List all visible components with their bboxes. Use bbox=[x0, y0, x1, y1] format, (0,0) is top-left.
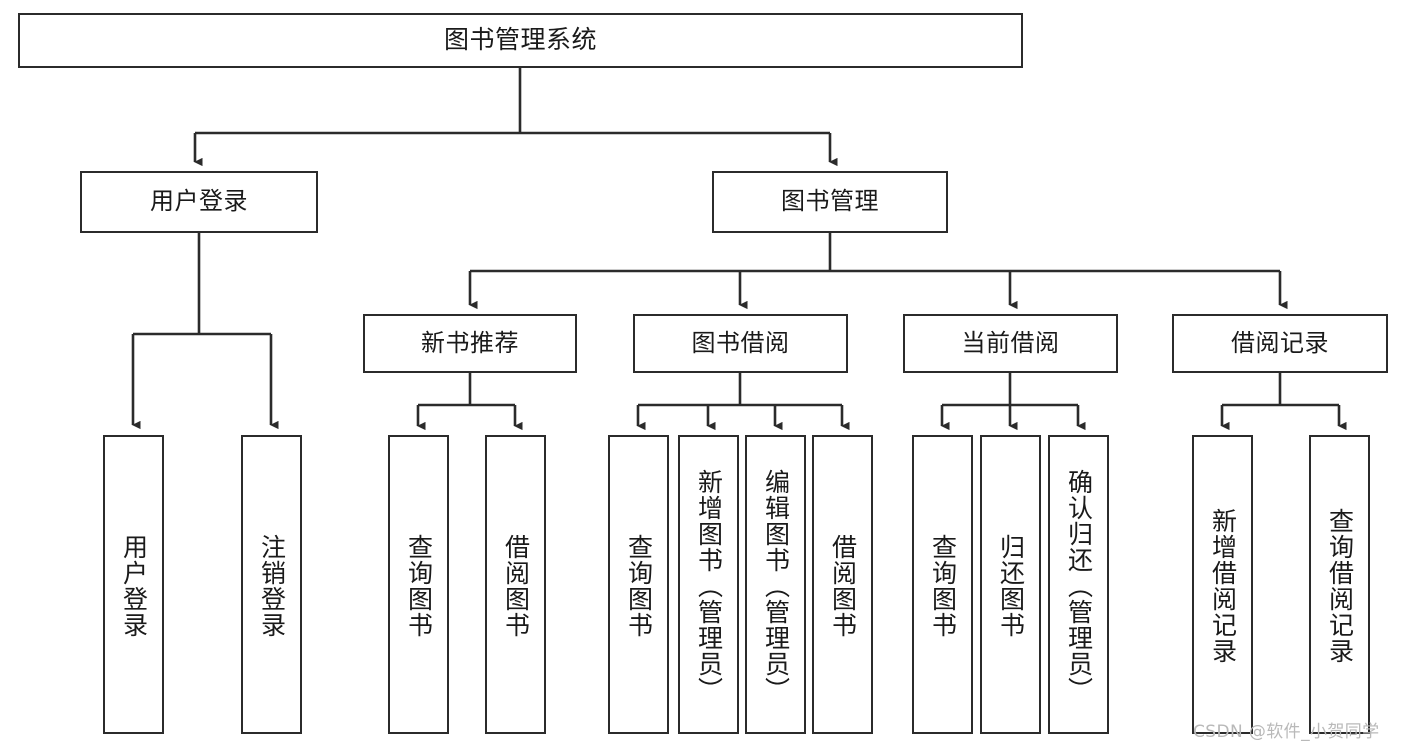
node-label: 当前借阅 bbox=[961, 328, 1060, 357]
node-label: 用户登录 bbox=[150, 187, 248, 216]
node-label: 查询图书 bbox=[404, 533, 434, 638]
leaf-confirm-return-admin[interactable]: 确认归还（管理员） bbox=[1048, 435, 1109, 734]
leaf-query-borrow-record[interactable]: 查询借阅记录 bbox=[1309, 435, 1370, 734]
node-label: 图书借阅 bbox=[691, 328, 790, 357]
node-book-management[interactable]: 图书管理 bbox=[712, 171, 948, 233]
watermark-text: CSDN @软件_小贺同学 bbox=[1193, 722, 1380, 742]
node-root-system[interactable]: 图书管理系统 bbox=[18, 13, 1023, 68]
leaf-query-book-current[interactable]: 查询图书 bbox=[912, 435, 973, 734]
node-label: 查询图书 bbox=[624, 533, 654, 638]
leaf-user-login[interactable]: 用户登录 bbox=[103, 435, 164, 734]
leaf-query-book-borrow[interactable]: 查询图书 bbox=[608, 435, 669, 734]
node-label: 借阅图书 bbox=[501, 533, 531, 638]
leaf-add-book-admin[interactable]: 新增图书（管理员） bbox=[678, 435, 739, 734]
leaf-logout-login[interactable]: 注销登录 bbox=[241, 435, 302, 734]
node-label: 图书管理系统 bbox=[443, 25, 597, 55]
leaf-borrow-book-recommend[interactable]: 借阅图书 bbox=[485, 435, 546, 734]
leaf-edit-book-admin[interactable]: 编辑图书（管理员） bbox=[745, 435, 806, 734]
node-label: 新增图书（管理员） bbox=[694, 468, 724, 703]
node-user-login[interactable]: 用户登录 bbox=[80, 171, 318, 233]
node-label: 用户登录 bbox=[119, 533, 149, 638]
node-new-book-recommend[interactable]: 新书推荐 bbox=[363, 314, 577, 373]
leaf-query-book-recommend[interactable]: 查询图书 bbox=[388, 435, 449, 734]
node-label: 注销登录 bbox=[257, 533, 287, 638]
leaf-add-borrow-record[interactable]: 新增借阅记录 bbox=[1192, 435, 1253, 734]
node-label: 借阅记录 bbox=[1231, 328, 1329, 357]
node-label: 归还图书 bbox=[996, 533, 1026, 638]
node-label: 新增借阅记录 bbox=[1208, 507, 1238, 664]
node-label: 图书管理 bbox=[781, 187, 879, 216]
node-borrow-record[interactable]: 借阅记录 bbox=[1172, 314, 1388, 373]
node-label: 查询图书 bbox=[928, 533, 958, 638]
leaf-return-book[interactable]: 归还图书 bbox=[980, 435, 1041, 734]
node-label: 新书推荐 bbox=[421, 328, 519, 357]
node-label: 确认归还（管理员） bbox=[1064, 468, 1094, 703]
node-label: 编辑图书（管理员） bbox=[761, 468, 791, 703]
node-current-borrow[interactable]: 当前借阅 bbox=[903, 314, 1118, 373]
leaf-borrow-book[interactable]: 借阅图书 bbox=[812, 435, 873, 734]
node-book-borrow[interactable]: 图书借阅 bbox=[633, 314, 848, 373]
node-label: 查询借阅记录 bbox=[1325, 507, 1355, 664]
node-label: 借阅图书 bbox=[828, 533, 858, 638]
